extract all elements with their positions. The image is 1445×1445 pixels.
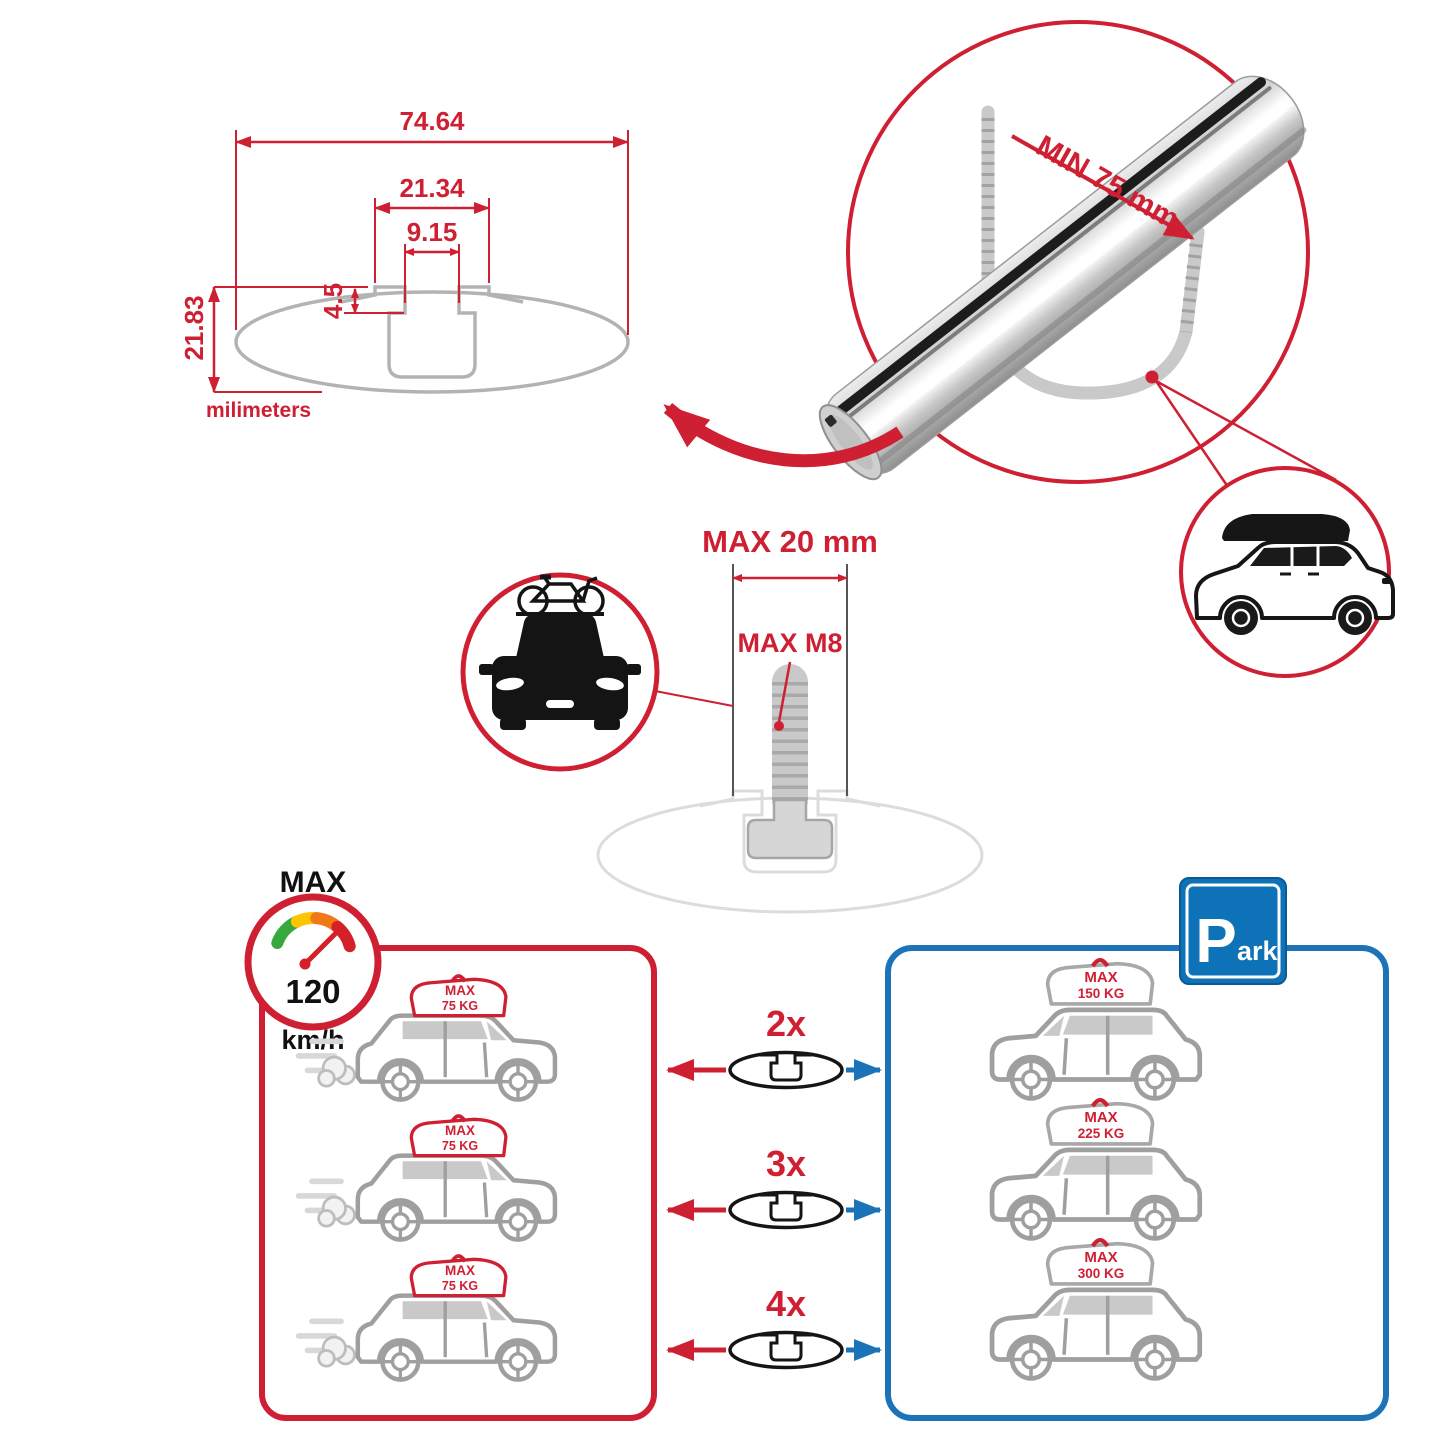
dim-total-height: 21.83	[179, 295, 209, 360]
bag-weight: 75 KG	[442, 1279, 478, 1293]
park-sign: P ark	[1179, 877, 1287, 985]
profile-channel	[340, 285, 524, 379]
crossbar-photo-callout: MIN 75 mm	[663, 20, 1337, 488]
bag-max-label: MAX	[445, 983, 475, 998]
dim-slot-width: 9.15	[407, 217, 458, 247]
bag-max-label: MAX	[445, 1263, 475, 1278]
multiplier-label: 3x	[766, 1143, 806, 1184]
max-width-label: MAX 20 mm	[702, 524, 878, 559]
car-with-bike-icon	[479, 574, 641, 730]
multiplier-label: 2x	[766, 1003, 806, 1044]
multiplier-row-2: 3x	[666, 1143, 882, 1230]
bag-max-label: MAX	[445, 1123, 475, 1138]
driving-car-row-3: MAX 75 KG	[298, 1254, 554, 1380]
multiplier-row-1: 2x	[666, 1003, 882, 1090]
parked-car-row-3: MAX 300 KG	[992, 1240, 1200, 1378]
dim-total-width: 74.64	[399, 106, 465, 136]
bar-to-profile-arrow	[663, 403, 904, 468]
multiplier-row-3: 4x	[666, 1283, 882, 1370]
bag-weight: 75 KG	[442, 999, 478, 1013]
locator-dot	[1145, 370, 1159, 384]
bag-weight: 225 KG	[1078, 1126, 1125, 1141]
dim-channel-width: 21.34	[399, 173, 465, 203]
crossbar-section-icon	[728, 1330, 844, 1370]
parking-sign-icon	[1179, 877, 1287, 985]
profile-dimension-diagram: 74.64 21.34 9.15 4.5 21.83 milimeters	[179, 106, 630, 422]
thread-locator-dot	[774, 721, 784, 731]
crossbar-section-icon	[728, 1190, 844, 1230]
bag-max-label: MAX	[1084, 969, 1117, 986]
bag-weight: 75 KG	[442, 1139, 478, 1153]
car-with-roofbox-icon	[1194, 514, 1395, 635]
max-thread-label: MAX M8	[737, 628, 842, 658]
crossbar-section-icon	[728, 1050, 844, 1090]
driving-car-row-2: MAX 75 KG	[298, 1114, 554, 1240]
min-clamp-arrow	[1011, 134, 1195, 240]
bag-weight: 300 KG	[1078, 1266, 1125, 1281]
profile-ellipse	[234, 290, 630, 394]
speed-limit-gauge: MAX 120 km/h	[244, 866, 382, 1055]
bag-max-label: MAX	[1084, 1109, 1117, 1126]
dim-slot-depth: 4.5	[318, 283, 348, 319]
threaded-bolt-icon	[746, 664, 834, 860]
bag-weight: 150 KG	[1078, 986, 1125, 1001]
bike-car-callout	[460, 572, 734, 772]
roofbox-car-callout	[1179, 466, 1395, 678]
multiplier-label: 4x	[766, 1283, 806, 1324]
park-letter: P	[1195, 907, 1236, 976]
parked-car-row-1: MAX 150 KG	[992, 960, 1200, 1098]
bag-max-label: MAX	[1084, 1249, 1117, 1266]
units-label: milimeters	[206, 399, 311, 422]
bolt-dimension-diagram: MAX 20 mm MAX M8	[596, 524, 984, 914]
driving-car-row-1: MAX 75 KG	[298, 974, 554, 1100]
park-suffix: ark	[1237, 936, 1279, 966]
speed-value: 120	[285, 973, 340, 1010]
parked-car-row-2: MAX 225 KG	[992, 1100, 1200, 1238]
